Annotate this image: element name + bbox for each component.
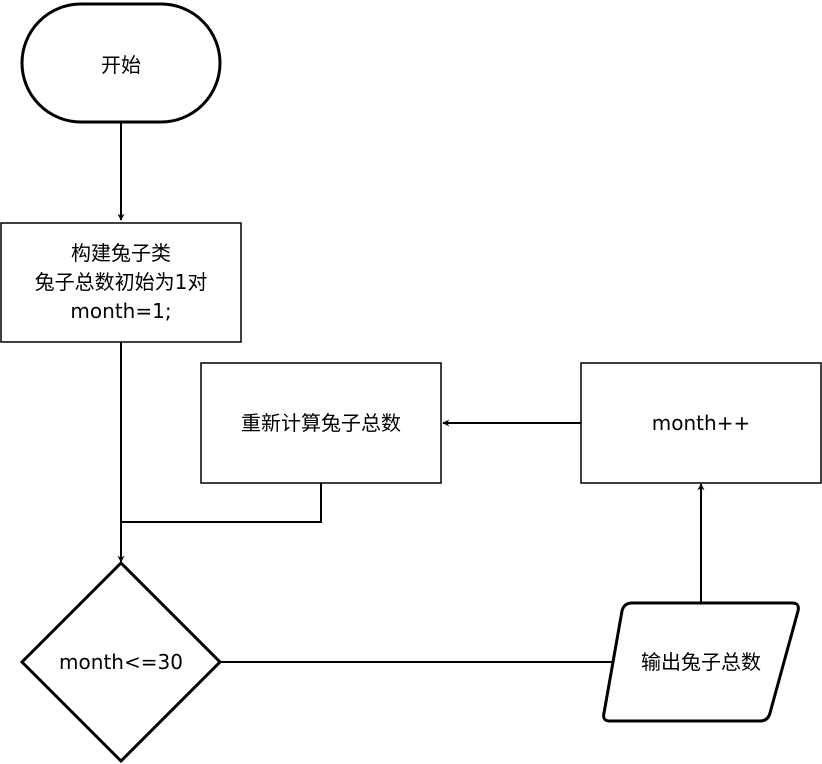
recalc-label: 重新计算兔子总数: [241, 411, 401, 435]
init-label-line3: month=1;: [70, 299, 171, 323]
condition-node: month<=30: [19, 560, 223, 764]
condition-decision-shape: [19, 560, 223, 764]
increment-process-shape: [580, 362, 822, 484]
init-node: 构建兔子类 兔子总数初始为1对 month=1;: [0, 222, 242, 343]
start-node: 开始: [20, 2, 222, 124]
recalc-node: 重新计算兔子总数: [200, 362, 442, 484]
init-label-line1: 构建兔子类: [71, 241, 171, 265]
start-label: 开始: [101, 53, 141, 77]
edges: [117, 123, 705, 666]
output-label: 输出兔子总数: [641, 650, 761, 674]
init-label-line2: 兔子总数初始为1对: [35, 270, 208, 294]
start-terminator-shape: [20, 2, 222, 124]
increment-label: month++: [652, 411, 750, 435]
increment-node: month++: [580, 362, 822, 484]
output-node: 输出兔子总数: [602, 601, 800, 723]
recalc-process-shape: [200, 362, 442, 484]
init-process-shape: [0, 222, 242, 343]
edge-recalc-to-join: [121, 483, 322, 523]
output-io-shape: [602, 601, 800, 723]
condition-label: month<=30: [59, 650, 183, 674]
